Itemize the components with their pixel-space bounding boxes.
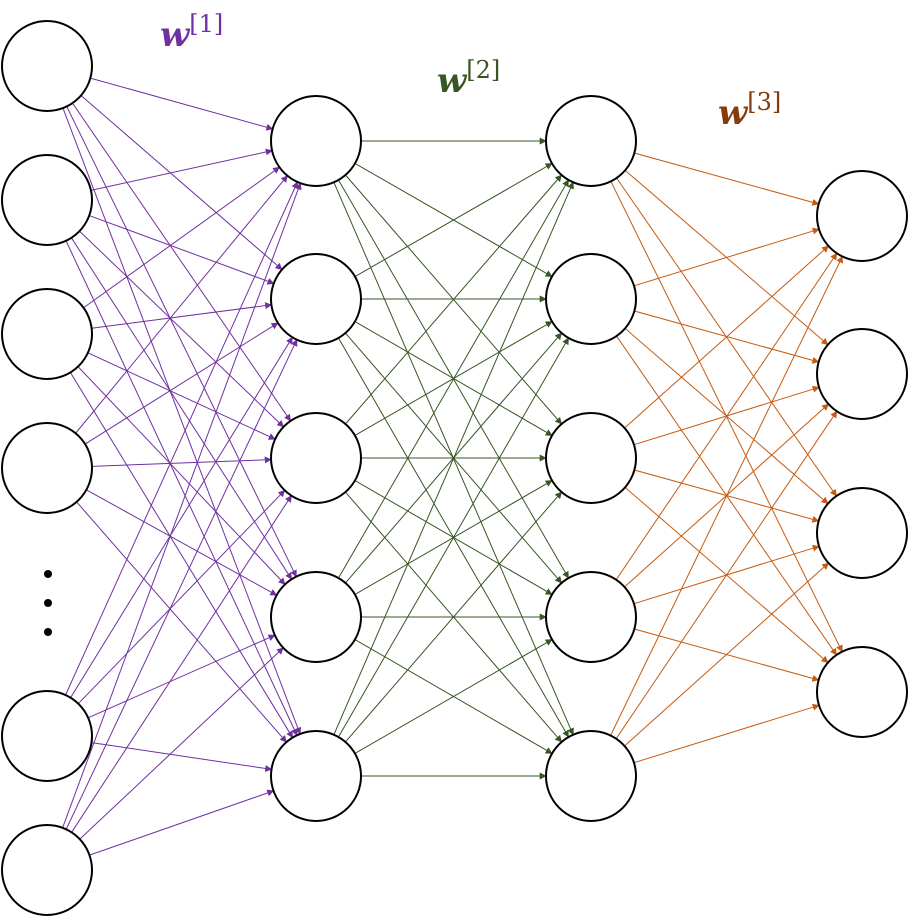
hidden-2-node-1 — [545, 95, 637, 187]
hidden-1-node-4 — [270, 571, 362, 663]
input-node-2 — [1, 154, 93, 246]
connection-layer2-5-1 — [333, 181, 574, 735]
hidden-1-node-1 — [270, 95, 362, 187]
connection-layer1-4-2 — [84, 322, 279, 445]
hidden-2-node-5 — [545, 730, 637, 822]
connection-layer3-5-1 — [610, 255, 843, 736]
hidden-2-node-3 — [545, 412, 637, 504]
hidden-1-node-5 — [270, 730, 362, 822]
connection-layer2-4-1 — [338, 179, 569, 579]
connection-layer1-4-5 — [76, 501, 287, 743]
connection-layer1-3-2 — [91, 302, 273, 329]
connection-layer1-3-5 — [69, 372, 294, 739]
connection-layer1-1-1 — [90, 77, 274, 131]
ellipsis-dot — [44, 628, 52, 636]
weight-label-3-superscript: [3] — [747, 88, 781, 116]
connection-layer2-2-1 — [354, 162, 553, 278]
connection-layer1-1-5 — [62, 107, 302, 735]
weight-label-2-superscript: [2] — [466, 56, 500, 84]
input-node-3 — [1, 288, 93, 380]
connection-layer1-6-4 — [79, 647, 284, 840]
connection-layer1-6-1 — [62, 182, 302, 828]
weight-label-3: w[3] — [718, 88, 781, 133]
weight-label-2: w[2] — [437, 56, 500, 101]
connection-layer3-2-1 — [633, 227, 820, 287]
connection-layer1-6-3 — [71, 495, 292, 833]
connection-layer3-1-1 — [634, 152, 820, 206]
connection-layer1-5-1 — [65, 181, 299, 696]
connection-layer2-5-2 — [338, 337, 569, 738]
output-node-2 — [816, 328, 908, 420]
weight-label-1-superscript: [1] — [189, 10, 223, 38]
connections-group — [62, 77, 843, 856]
connection-layer1-1-4 — [66, 106, 297, 578]
connection-layer1-3-1 — [83, 166, 281, 309]
connection-layer1-6-5 — [89, 789, 275, 856]
connection-layer1-5-3 — [77, 489, 286, 705]
connection-layer1-5-5 — [91, 742, 273, 772]
connection-layer1-2-5 — [65, 240, 298, 736]
hidden-1-node-3 — [270, 412, 362, 504]
hidden-2-node-2 — [545, 253, 637, 345]
input-node-5 — [1, 690, 93, 782]
connection-layer1-4-1 — [75, 175, 288, 434]
connection-layer1-2-1 — [90, 148, 273, 191]
hidden-2-node-4 — [545, 571, 637, 663]
connection-layer2-3-1 — [345, 174, 562, 425]
weight-label-3-base: w — [718, 93, 749, 133]
weight-label-1-base: w — [160, 15, 191, 55]
connection-layer2-5-4 — [354, 639, 553, 754]
output-node-4 — [816, 646, 908, 738]
connection-layer1-6-2 — [65, 339, 298, 830]
connection-layer3-5-4 — [633, 703, 820, 764]
connection-layer1-5-4 — [87, 634, 276, 719]
input-node-4 — [1, 422, 93, 514]
ellipsis-dot — [44, 570, 52, 578]
output-node-1 — [816, 170, 908, 262]
connection-layer1-1-2 — [80, 95, 283, 270]
connection-layer1-5-2 — [70, 336, 293, 698]
connection-layer1-2-2 — [89, 215, 275, 285]
input-node-6 — [1, 824, 93, 916]
connection-layer1-2-3 — [79, 230, 285, 428]
connection-layer3-5-3 — [624, 562, 830, 747]
output-node-3 — [816, 487, 908, 579]
connection-layer2-5-3 — [345, 491, 563, 743]
connection-layer3-5-2 — [615, 410, 838, 739]
connection-layer1-4-4 — [86, 489, 278, 596]
connection-layer1-1-3 — [72, 102, 291, 422]
weight-label-1: w[1] — [160, 10, 223, 55]
connection-layer1-3-3 — [87, 352, 276, 440]
connection-layer3-4-1 — [615, 252, 838, 580]
hidden-1-node-2 — [270, 253, 362, 345]
nodes-group — [1, 20, 908, 916]
ellipsis-dot — [44, 599, 52, 607]
input-ellipsis — [44, 570, 52, 636]
input-node-1 — [1, 20, 93, 112]
connection-layer1-2-4 — [70, 237, 293, 580]
connection-layer1-3-4 — [77, 366, 286, 585]
connection-layer3-3-1 — [624, 245, 829, 429]
weight-label-2-base: w — [437, 61, 468, 101]
connection-layer1-4-3 — [91, 456, 272, 467]
